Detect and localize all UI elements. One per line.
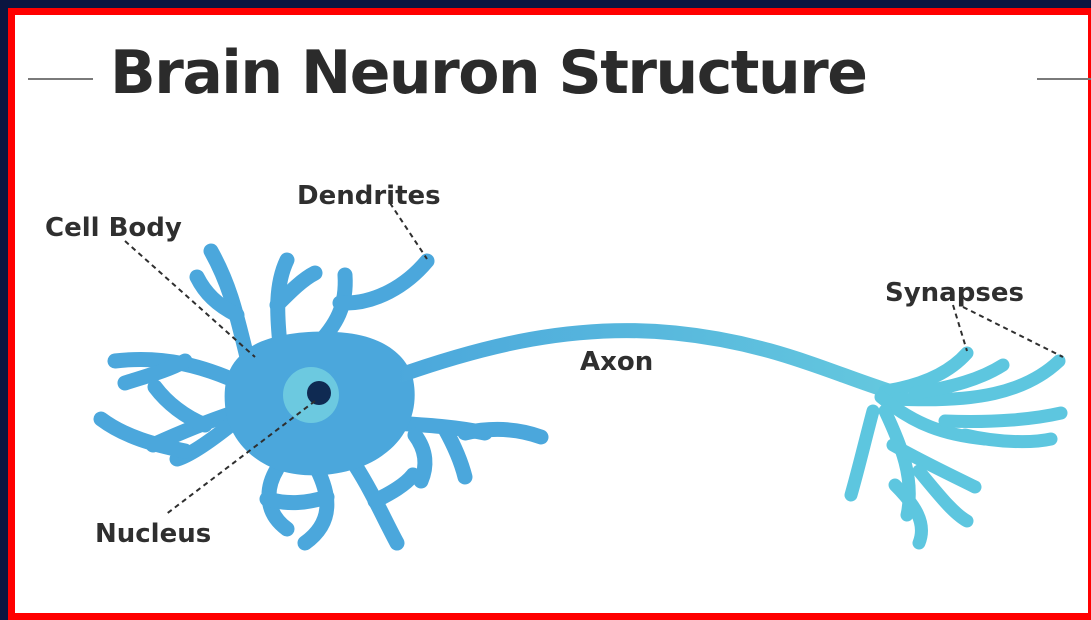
label-nucleus: Nucleus [95, 521, 211, 547]
label-dendrites: Dendrites [297, 183, 441, 209]
label-synapses: Synapses [885, 280, 1024, 306]
label-axon: Axon [580, 349, 653, 375]
label-cell-body: Cell Body [45, 215, 182, 241]
nucleus [307, 381, 331, 405]
diagram-frame: Brain Neuron Structure [8, 8, 1091, 620]
